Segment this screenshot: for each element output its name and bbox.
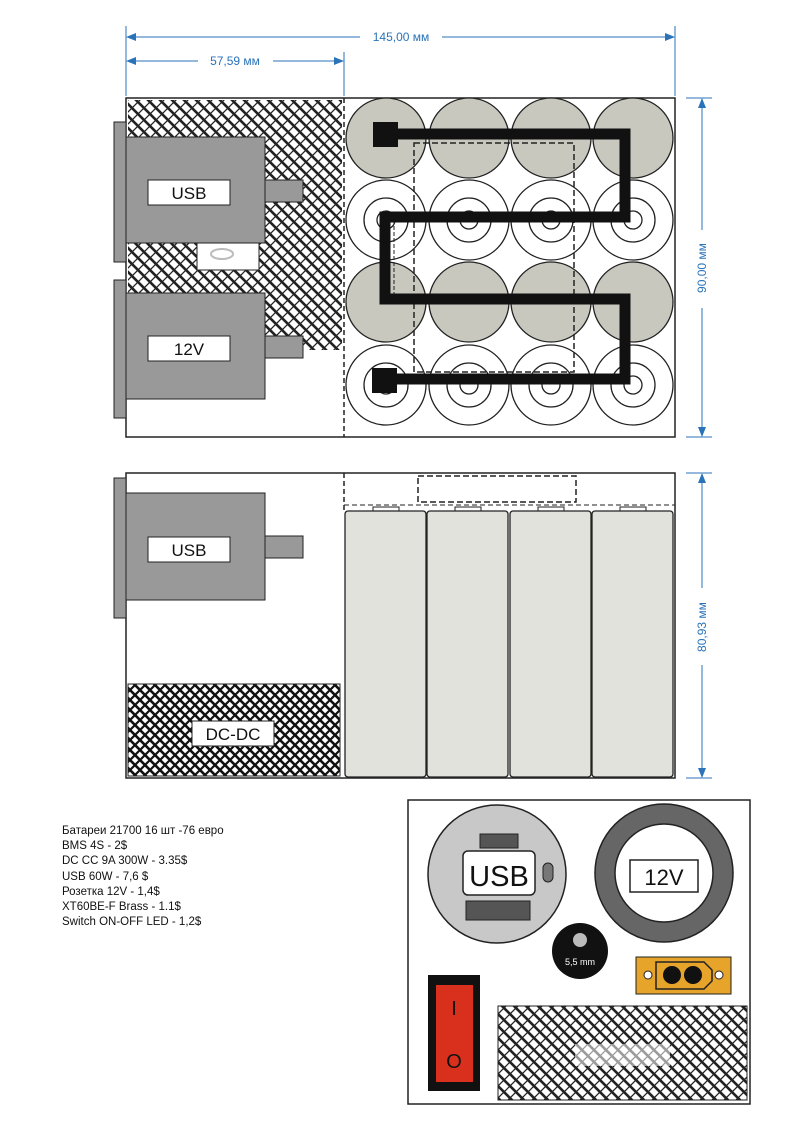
top-view: USB 12V: [113, 97, 676, 438]
usb-socket-label-box: [462, 850, 536, 896]
dimension-annotations: 145,00 мм 57,59 мм 90,00 мм 80,93 мм: [125, 26, 712, 779]
usb-label: USB: [172, 184, 207, 203]
dimension-height-side: 80,93 мм: [695, 602, 709, 652]
bus-terminal-negative: [372, 368, 397, 393]
small-board: [196, 242, 260, 271]
parts-list-item: BMS 4S - 2$: [62, 840, 128, 853]
v12-label: 12V: [174, 340, 205, 359]
battery-cells-side: [344, 506, 674, 778]
bus-terminal-positive: [373, 122, 398, 147]
parts-list-item: XT60BE-F Brass - 1.1$: [62, 901, 181, 914]
parts-list-item: Switch ON-OFF LED - 1,2$: [62, 916, 202, 929]
usb-side-label-box: [147, 536, 231, 563]
dimension-partial-width: 57,59 мм: [210, 54, 260, 68]
dc-jack: [552, 923, 608, 979]
rocker-switch-on-mark: I: [451, 998, 457, 1020]
xt60-screw-right: [714, 970, 724, 980]
parts-list: Батареи 21700 16 шт -76 евро BMS 4S - 2$…: [62, 824, 382, 930]
dimension-total-width: 145,00 мм: [373, 30, 430, 44]
dc-jack-pin: [573, 933, 587, 947]
v12-module-flange: [113, 279, 127, 419]
dc-jack-size: 5,5 mm: [565, 957, 595, 967]
usb-side-label: USB: [172, 541, 207, 560]
xt60-screw-left: [643, 970, 653, 980]
xt60-pin-right: [684, 966, 702, 984]
v12-socket-label-box: [629, 859, 699, 893]
rocker-switch-face[interactable]: [436, 985, 473, 1082]
usb-socket-port-bottom: [465, 900, 531, 921]
grille-center-plate: [575, 1044, 670, 1066]
usb-label-box: [147, 179, 231, 206]
usb-module-flange: [113, 121, 127, 263]
dcdc-label-box: [191, 720, 275, 747]
v12-label-box: [147, 335, 231, 362]
battery-cell-side: [426, 510, 509, 778]
parts-list-item: USB 60W - 7,6 $: [62, 870, 149, 883]
parts-list-item: Розетка 12V - 1,4$: [62, 885, 160, 898]
usb-side-connector: [264, 535, 304, 559]
small-board-ring: [210, 248, 234, 260]
battery-cell-side: [509, 510, 592, 778]
dimension-height-top: 90,00 мм: [695, 243, 709, 293]
side-view: USB DC-DC: [113, 472, 676, 779]
usb-socket-port-top: [479, 833, 519, 849]
battery-cell-side: [591, 510, 674, 778]
parts-list-item: DC CC 9A 300W - 3.35$: [62, 855, 188, 868]
parts-list-item: Батареи 21700 16 шт -76 евро: [62, 825, 224, 837]
usb-side-flange: [113, 477, 127, 619]
bus-bar: [379, 128, 631, 385]
rocker-switch-off-mark: O: [446, 1051, 462, 1073]
bms-side-outline: [417, 475, 577, 503]
usb-socket-led: [542, 862, 554, 883]
v12-socket-label: 12V: [644, 865, 683, 890]
dcdc-label: DC-DC: [206, 725, 261, 744]
xt60-pin-left: [663, 966, 681, 984]
usb-socket-label: USB: [469, 861, 529, 893]
front-panel: USB 12V 5,5 mm I O: [407, 799, 751, 1105]
battery-cell-side: [344, 510, 427, 778]
usb-module-connector: [264, 179, 304, 203]
bms-outline: [413, 142, 575, 373]
v12-module-connector: [264, 335, 304, 359]
